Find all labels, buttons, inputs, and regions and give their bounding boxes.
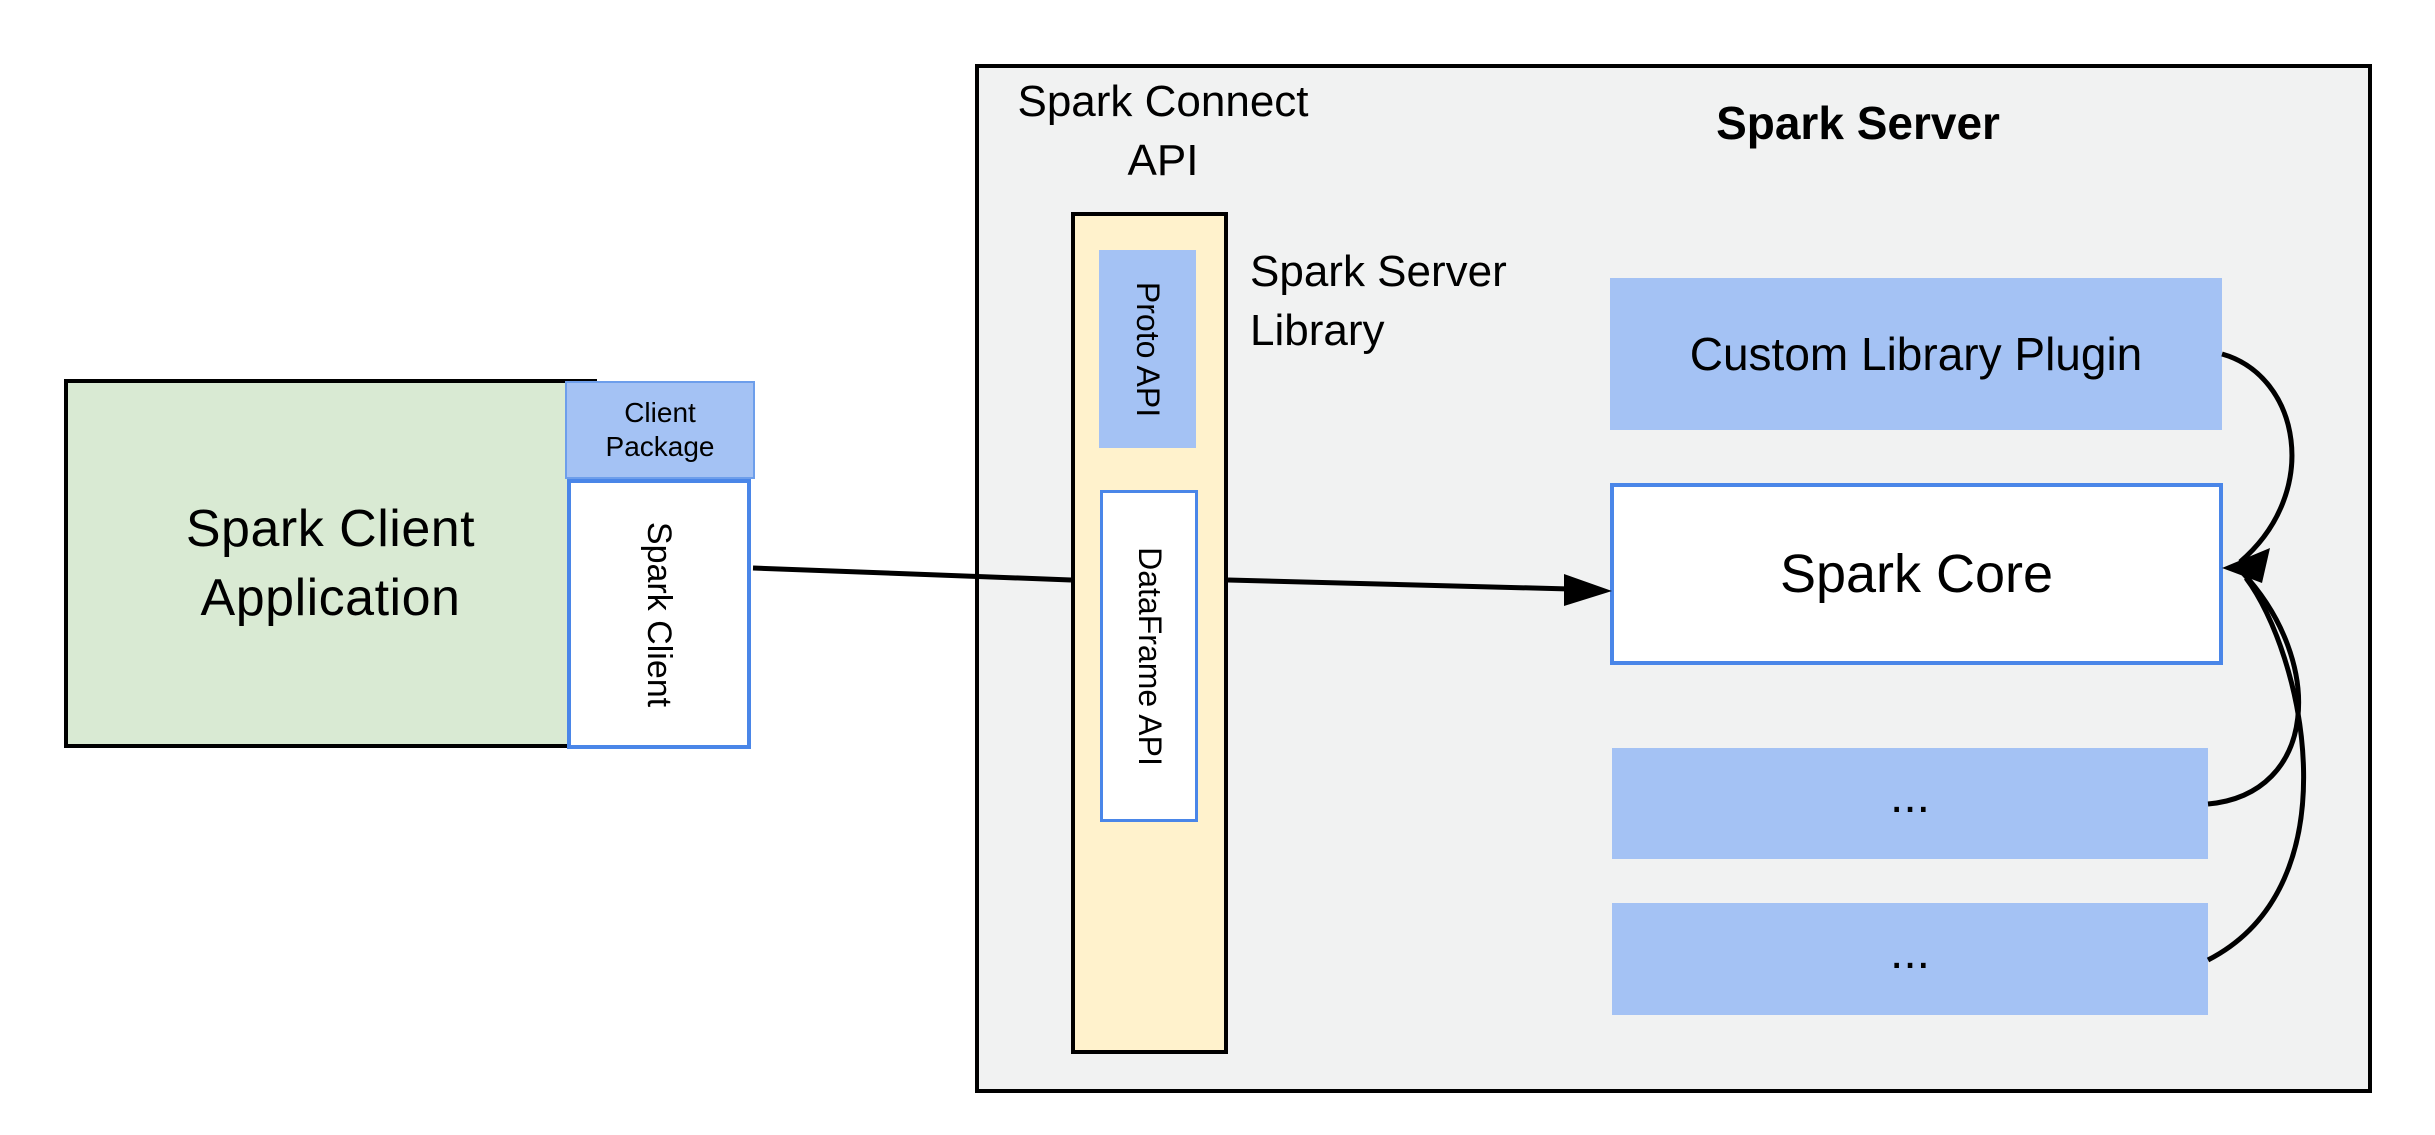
proto-api-label: Proto API <box>1130 281 1166 417</box>
proto-api-box: Proto API <box>1099 250 1196 448</box>
ellipsis-label-1: ... <box>1889 770 1930 824</box>
library-label-line1: Spark Server <box>1250 247 1507 296</box>
custom-library-plugin-box: Custom Library Plugin <box>1610 278 2222 430</box>
app-label-line2: Application <box>200 568 461 627</box>
dataframe-api-box: DataFrame API <box>1100 490 1198 822</box>
connect-title-line2: API <box>1127 136 1199 186</box>
ellipsis-box-2: ... <box>1612 903 2208 1015</box>
client-package-label: Client Package <box>606 396 715 464</box>
spark-client-application-label: Spark Client Application <box>186 495 475 632</box>
connect-title-line1: Spark Connect <box>1017 77 1309 126</box>
spark-server-title: Spark Server <box>1716 97 2000 149</box>
client-package-line1: Client <box>624 396 696 428</box>
spark-client-label: Spark Client <box>640 521 679 707</box>
ellipsis-box-1: ... <box>1612 748 2208 859</box>
client-package-box: Client Package <box>565 381 755 479</box>
ellipsis-label-2: ... <box>1889 925 1930 979</box>
spark-server-library-label: Spark Server Library <box>1250 242 1590 361</box>
spark-client-application-box: Spark Client Application <box>64 379 597 748</box>
dataframe-api-label: DataFrame API <box>1131 546 1168 766</box>
app-label-line1: Spark Client <box>185 499 476 558</box>
library-label-line2: Library <box>1250 306 1385 356</box>
spark-client-box: Spark Client <box>567 479 751 749</box>
client-package-line2: Package <box>605 431 715 462</box>
spark-connect-api-title: Spark Connect API <box>1003 72 1323 191</box>
spark-core-box: Spark Core <box>1610 483 2223 665</box>
